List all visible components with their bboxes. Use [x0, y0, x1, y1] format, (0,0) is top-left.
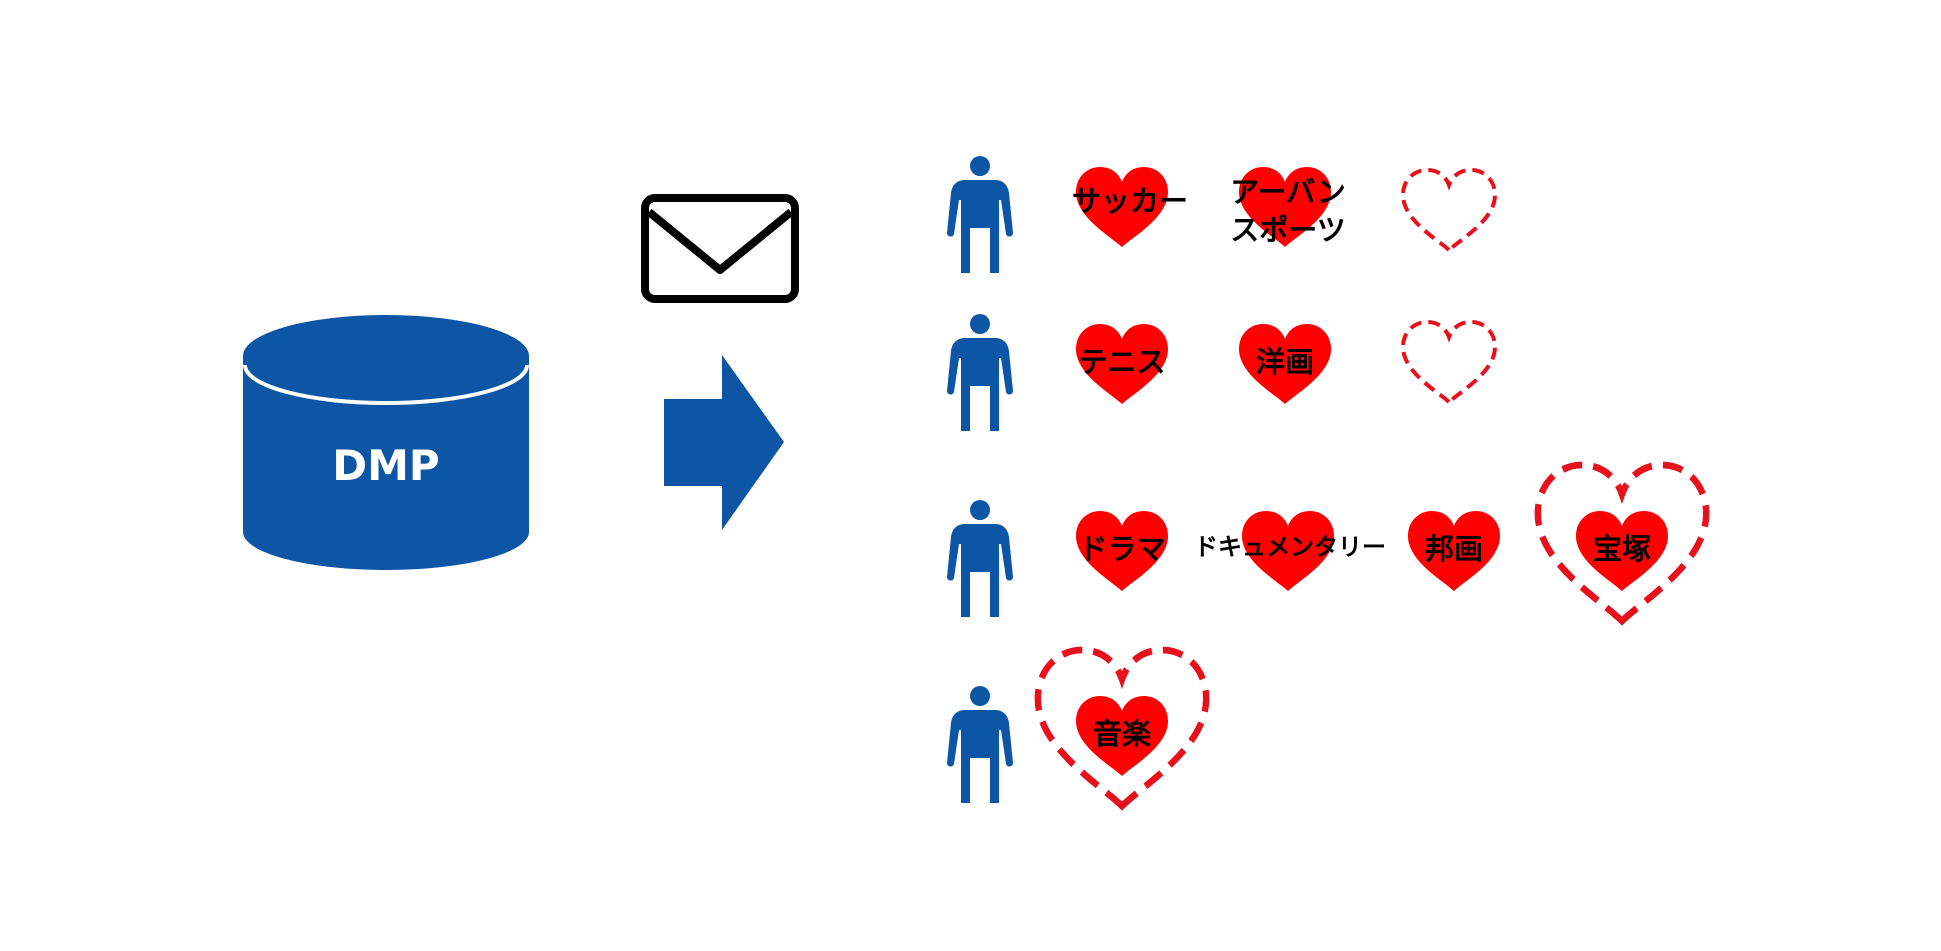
- interest-label-urban-sports-line1: アーバン: [1230, 175, 1345, 209]
- interest-label-western-films: 洋画: [1256, 345, 1314, 379]
- person-icon: [947, 314, 1013, 431]
- person-icon: [947, 156, 1013, 273]
- interest-label-urban-sports-line2: スポーツ: [1230, 213, 1345, 247]
- interest-label-tennis: テニス: [1078, 345, 1165, 379]
- database-cylinder-icon: [243, 315, 529, 570]
- interest-label-japanese-films: 邦画: [1425, 532, 1483, 566]
- heart-outline-icon: [1401, 168, 1497, 252]
- interest-label-documentary: ドキュメンタリー: [1194, 533, 1386, 561]
- heart-outline-icon: [1401, 320, 1497, 404]
- person-icon: [947, 686, 1013, 803]
- interest-label-music: 音楽: [1093, 717, 1151, 751]
- interest-label-drama: ドラマ: [1078, 532, 1165, 566]
- dmp-label: DMP: [332, 441, 439, 490]
- arrow-right-icon: [664, 355, 784, 530]
- interest-label-takarazuka: 宝塚: [1593, 532, 1651, 566]
- person-icon: [947, 500, 1013, 617]
- envelope-icon: [641, 194, 799, 303]
- interest-label-soccer: サッカー: [1072, 184, 1188, 218]
